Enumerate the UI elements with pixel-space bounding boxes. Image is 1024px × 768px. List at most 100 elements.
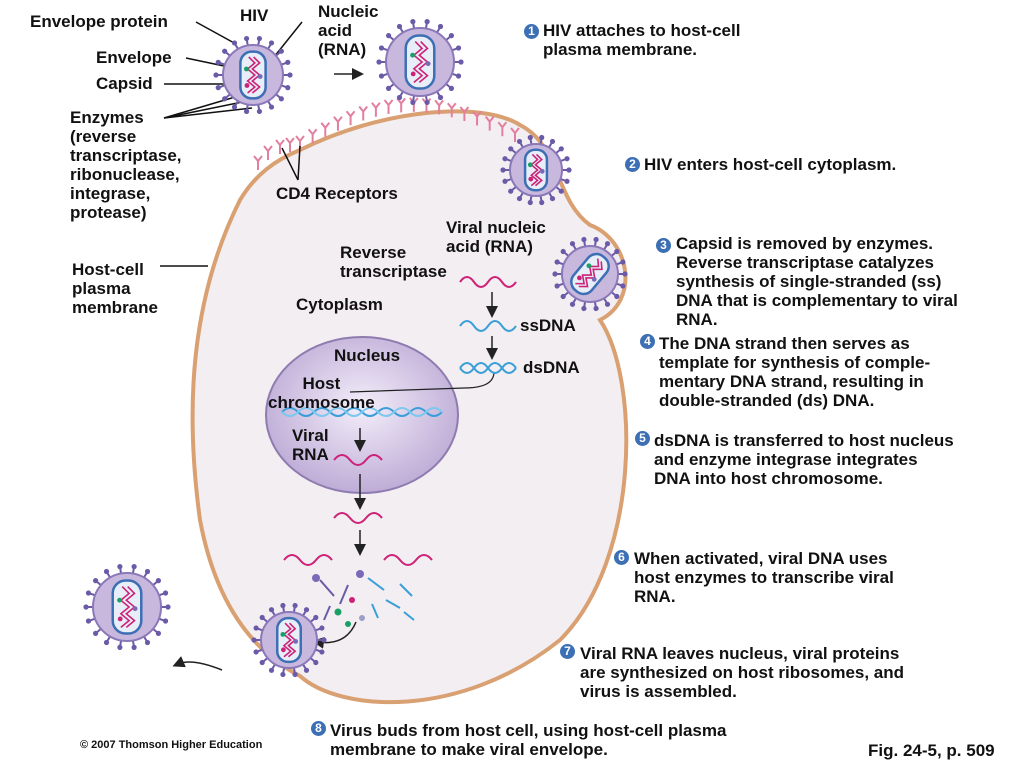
viral-rna-strand <box>119 586 131 629</box>
enzyme-dot <box>425 61 431 67</box>
envelope-protein-knob <box>144 568 151 575</box>
step-1-badge: 1 <box>524 24 539 39</box>
envelope-protein-knob <box>231 40 238 46</box>
envelope-protein-knob <box>256 108 263 115</box>
arrow-bud-release <box>172 656 223 671</box>
viral-protein-fragments <box>319 577 415 621</box>
viral-rna-strand <box>575 258 600 285</box>
cd4-receptor <box>253 155 263 170</box>
envelope-protein-knob <box>155 630 162 636</box>
envelope-protein-knob <box>385 33 392 39</box>
viral-rna-squiggle-4 <box>283 554 333 566</box>
cd4-receptor <box>285 137 295 152</box>
cd4-receptor <box>358 105 369 121</box>
envelope-protein-knob <box>554 259 560 265</box>
cd4-receptor <box>275 139 285 154</box>
envelope-protein-knob <box>292 602 298 609</box>
virion-uncoating <box>552 236 628 312</box>
virion-released <box>83 564 171 650</box>
viral-rna-squiggle-5 <box>383 554 433 566</box>
envelope-protein-knob <box>243 35 250 42</box>
envelope-protein-knob <box>280 602 286 609</box>
cd4-receptor <box>371 102 381 117</box>
envelope-protein-knob <box>410 19 416 25</box>
enzyme-dot <box>244 66 249 72</box>
enzyme-dot <box>117 597 122 603</box>
envelope-protein-knob <box>516 138 523 145</box>
arrow-assembly-to-bud <box>312 621 357 649</box>
cd4-receptor <box>263 145 273 160</box>
enzyme-dot <box>586 263 592 269</box>
envelope-protein-knob <box>455 45 462 51</box>
envelope-protein-knob <box>131 564 137 570</box>
envelope-protein-knob <box>165 604 171 610</box>
envelope-protein-knob <box>215 85 221 91</box>
envelope-protein-knob <box>554 283 560 289</box>
enzyme-dot <box>591 276 597 282</box>
envelope-protein-knob <box>278 96 284 102</box>
envelope-protein-knob <box>564 156 570 162</box>
envelope-protein-knob <box>155 578 162 584</box>
envelope-protein-knob <box>448 85 455 91</box>
envelope-protein-knob <box>581 305 587 312</box>
envelope-protein-knob <box>251 637 257 643</box>
viral-rna-strand <box>246 56 257 94</box>
envelope-protein-knob <box>85 590 92 596</box>
envelope-protein-knob <box>313 659 319 666</box>
envelope-protein-knob <box>549 195 556 202</box>
dsdna-strand-b <box>459 362 517 374</box>
step-7-badge: 7 <box>560 644 575 659</box>
enzyme-dots <box>312 570 365 627</box>
label-envelope-protein: Envelope protein <box>30 12 168 31</box>
envelope-protein-knob <box>268 104 275 110</box>
label-envelope: Envelope <box>96 48 172 67</box>
enzyme-dot <box>117 616 123 622</box>
envelope-protein-knob <box>455 73 462 79</box>
label-ssdna: ssDNA <box>520 316 576 335</box>
envelope-protein-knob <box>527 199 533 206</box>
envelope-protein-knob <box>604 301 611 307</box>
envelope-protein-knob <box>581 236 587 243</box>
label-viral-rna: Viral RNA <box>292 426 329 464</box>
envelope-protein-knob <box>376 59 382 65</box>
envelope-protein-knob <box>620 259 626 265</box>
envelope-protein-knob <box>319 625 325 631</box>
envelope-protein-knob <box>552 271 558 277</box>
envelope-protein-knob <box>614 248 620 255</box>
cd4-receptor <box>307 128 318 144</box>
virion-free <box>213 35 293 115</box>
envelope-protein-knob <box>527 134 533 141</box>
envelope-protein-knob <box>117 644 123 650</box>
step-1-text: HIV attaches to host-cell plasma membran… <box>543 21 741 59</box>
envelope-protein-knob <box>268 667 275 673</box>
envelope-protein-knob <box>256 35 263 42</box>
enzyme-dot <box>410 71 416 77</box>
envelope-protein-knob <box>620 283 626 289</box>
envelope-protein-knob <box>539 199 545 206</box>
viral-rna-squiggle-3 <box>333 512 383 524</box>
envelope-protein-knob <box>321 637 327 643</box>
cd4-receptor <box>459 106 470 121</box>
label-viral-nucleic-acid: Viral nucleic acid (RNA) <box>446 218 546 256</box>
envelope-protein-knob <box>508 188 514 194</box>
envelope-protein-knob <box>539 134 545 141</box>
viral-capsid <box>111 579 143 635</box>
envelope-protein-knob <box>560 248 566 255</box>
envelope-protein-knob <box>396 23 403 30</box>
envelope-protein-knob <box>549 138 556 145</box>
envelope-protein-knob <box>278 48 284 54</box>
envelope-protein-knob <box>92 578 99 584</box>
viral-rna-strand <box>412 41 424 84</box>
viral-rna-strand <box>282 622 292 658</box>
envelope-protein-knob <box>313 614 319 621</box>
label-cytoplasm: Cytoplasm <box>296 295 383 314</box>
envelope-protein-knob <box>437 94 444 101</box>
enzyme-dot <box>257 74 263 79</box>
envelope-protein-knob <box>558 146 564 152</box>
envelope-protein-knob <box>215 59 221 65</box>
envelope-protein-knob <box>162 618 169 624</box>
cd4-receptor <box>497 121 508 137</box>
envelope-protein-knob <box>593 236 599 243</box>
cd4-receptor <box>333 116 343 131</box>
envelope-protein-knob <box>424 99 430 105</box>
